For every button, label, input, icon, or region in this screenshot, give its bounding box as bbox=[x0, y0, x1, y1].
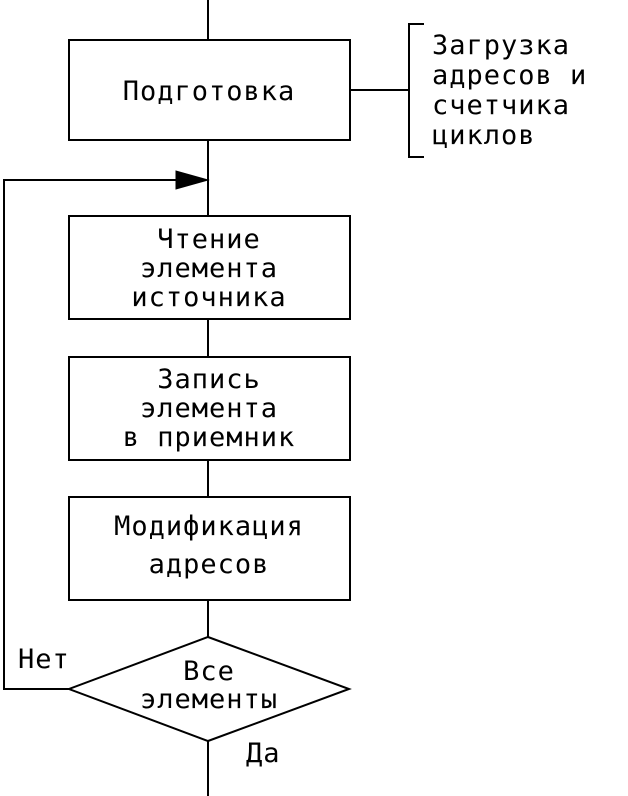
block-read-line-3: источника bbox=[131, 282, 286, 313]
block-read-line-1: Чтение bbox=[157, 224, 261, 255]
decision-line-2: элементы bbox=[140, 684, 278, 715]
block-write-line-2: элемента bbox=[140, 393, 278, 424]
block-write-line-3: в приемник bbox=[123, 422, 296, 453]
branch-no-label: Нет bbox=[18, 644, 70, 675]
block-prepare-line-1: Подготовка bbox=[123, 76, 296, 107]
block-modify-line-2: адресов bbox=[149, 549, 270, 580]
loop-back-line bbox=[3, 179, 200, 690]
loop-back-arrowhead bbox=[175, 170, 210, 190]
block-modify-line-1: Модификация bbox=[114, 511, 304, 542]
annotation-line-2: адресов и bbox=[432, 60, 587, 91]
annotation-line-3: счетчика bbox=[432, 90, 570, 121]
decision-all-elements: Все элементы bbox=[66, 635, 352, 743]
block-read: Чтение элемента источника bbox=[68, 215, 351, 320]
block-write: Запись элемента в приемник bbox=[68, 356, 351, 461]
block-write-line-1: Запись bbox=[157, 364, 261, 395]
decision-line-1: Все bbox=[183, 656, 235, 687]
annotation-line-4: циклов bbox=[432, 120, 536, 151]
branch-yes-label: Да bbox=[246, 738, 281, 769]
block-modify: Модификация адресов bbox=[68, 496, 351, 601]
annotation-line-1: Загрузка bbox=[432, 30, 570, 61]
block-read-line-2: элемента bbox=[140, 253, 278, 284]
annotation-text: Загрузка адресов и счетчика циклов bbox=[432, 30, 587, 151]
block-prepare: Подготовка bbox=[68, 39, 351, 141]
annotation-bracket bbox=[408, 23, 424, 158]
